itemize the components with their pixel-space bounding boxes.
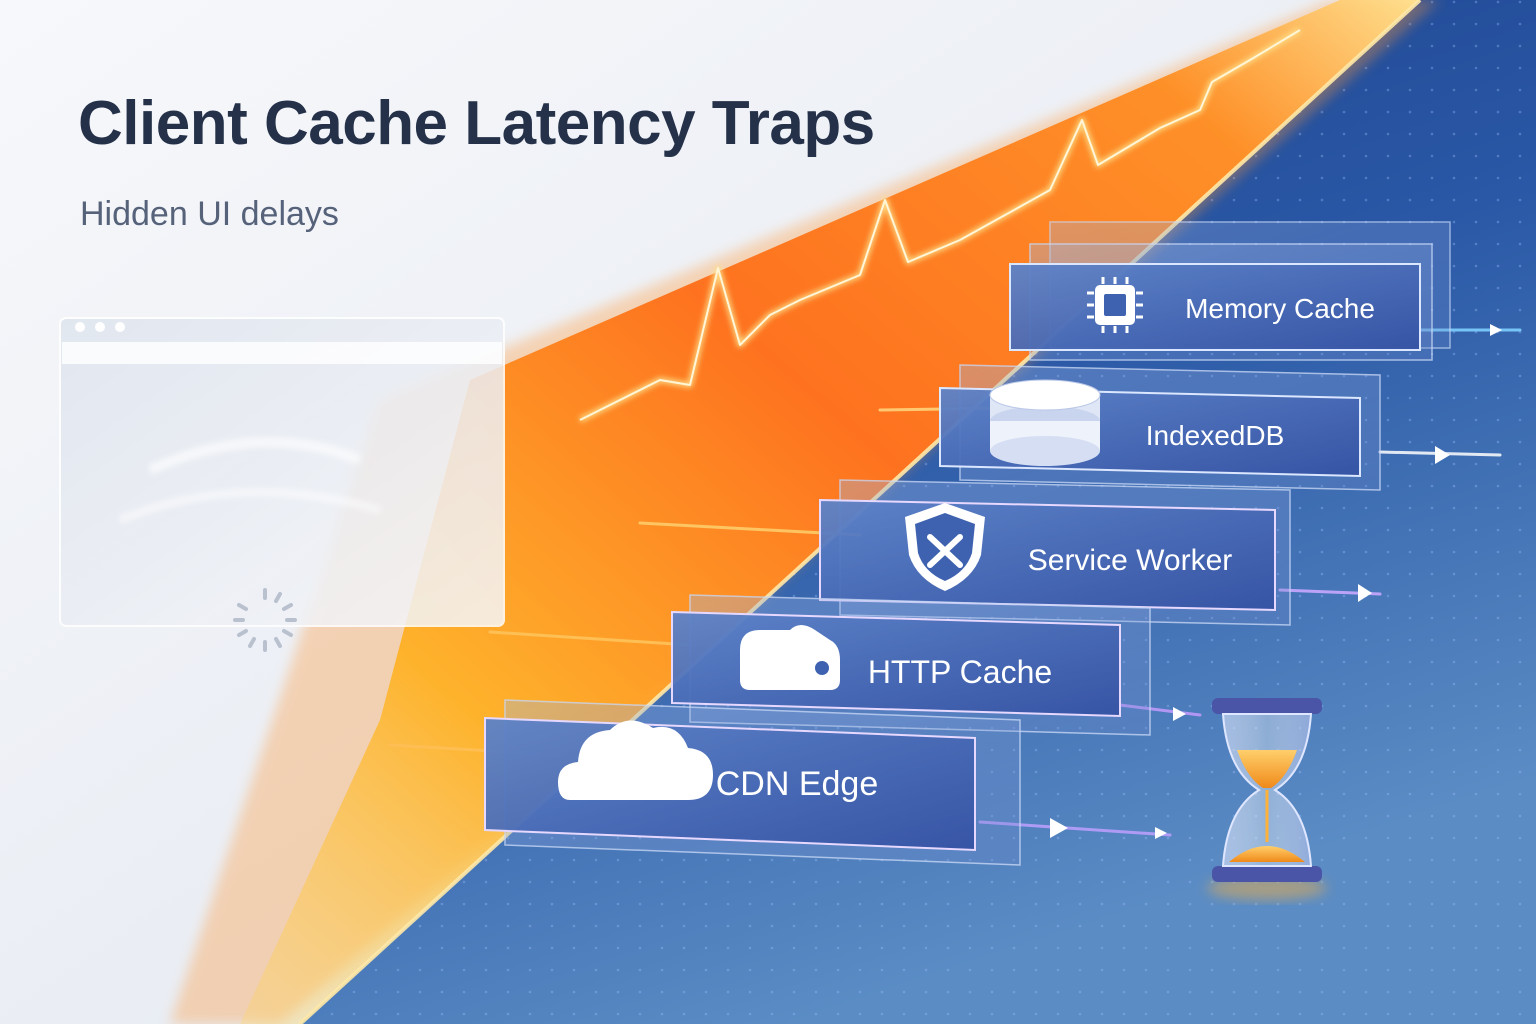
page-subtitle: Hidden UI delays (80, 195, 339, 233)
shield-tools-icon (905, 503, 985, 591)
page-title: Client Cache Latency Traps (78, 89, 875, 158)
latency-spike-core (579, 29, 1301, 421)
database-icon (989, 379, 1101, 466)
http-badge-icon (740, 625, 840, 690)
layer-label: Memory Cache (1185, 293, 1375, 324)
loading-spinner-icon (233, 588, 297, 652)
cache-layer-memory-cache: Memory Cache (1009, 221, 1451, 361)
layer-label: CDN Edge (716, 765, 879, 803)
layer-label: Service Worker (1028, 544, 1233, 577)
window-dot-2 (95, 322, 105, 332)
window-dot-1 (75, 322, 85, 332)
layer-label: IndexedDB (1146, 420, 1285, 451)
cache-layer-service-worker: Service Worker (819, 479, 1291, 626)
hourglass-icon (1207, 698, 1327, 900)
layer-label: HTTP Cache (868, 654, 1052, 690)
cache-layer-indexeddb: IndexedDB (939, 364, 1381, 491)
flow-arrows (1050, 324, 1502, 839)
cloud-icon (558, 720, 713, 800)
window-dot-3 (115, 322, 125, 332)
cache-layer-http-cache: HTTP Cache (671, 594, 1151, 736)
cache-layer-cdn-edge: CDN Edge (484, 699, 1021, 866)
browser-window (59, 317, 505, 652)
chip-icon (1087, 277, 1143, 333)
